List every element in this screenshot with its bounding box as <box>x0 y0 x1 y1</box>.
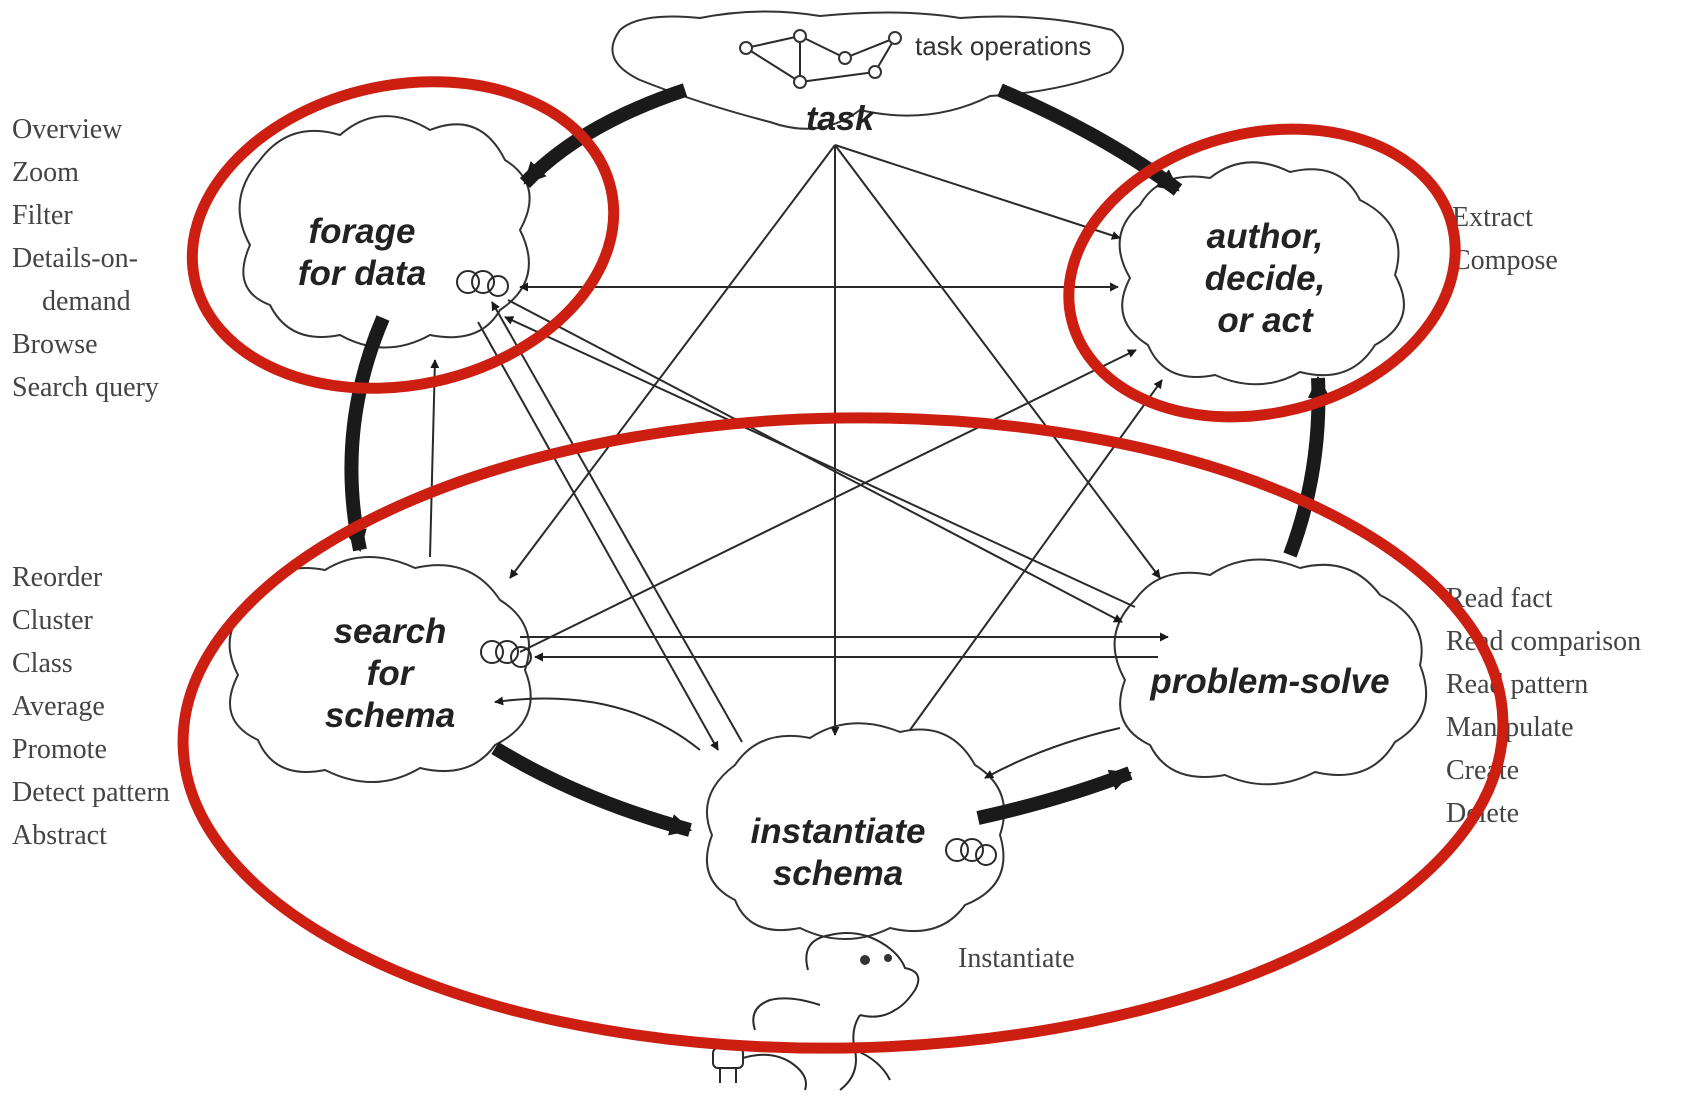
op-class: Class <box>12 648 73 679</box>
op-average: Average <box>12 691 105 722</box>
author-label-1: author, <box>1207 217 1324 256</box>
op-manipulate: Manipulate <box>1446 712 1574 743</box>
forage-loop-icon <box>456 270 509 297</box>
highlight-forage <box>186 76 620 394</box>
thinking-person-figure <box>712 932 920 1091</box>
problem-solve-label: problem-solve <box>1149 662 1389 701</box>
op-search-query: Search query <box>12 372 159 403</box>
search-label-2: for <box>367 654 416 693</box>
left-top-operations: Overview Zoom Filter Details-on- demand … <box>12 114 159 403</box>
left-bottom-operations: Reorder Cluster Class Average Promote De… <box>12 562 170 851</box>
op-promote: Promote <box>12 734 107 765</box>
search-label-3: schema <box>325 696 455 735</box>
problem-solve-cloud: problem-solve <box>1113 558 1428 786</box>
op-instantiate: Instantiate <box>958 943 1075 974</box>
highlight-author <box>1063 123 1461 423</box>
op-reorder: Reorder <box>12 562 103 593</box>
op-filter: Filter <box>12 200 73 231</box>
op-demand: demand <box>42 286 131 317</box>
thin-arrows <box>429 144 1169 779</box>
right-top-operations: Extract Compose <box>1452 202 1558 276</box>
op-detect-pattern: Detect pattern <box>12 777 170 808</box>
search-loop-icon <box>480 640 532 668</box>
instantiate-loop-icon <box>945 838 997 866</box>
op-overview: Overview <box>12 114 123 145</box>
task-operations-network <box>739 29 902 89</box>
op-read-fact: Read fact <box>1446 583 1553 614</box>
task-cloud: task operations task <box>611 10 1124 138</box>
task-label: task <box>806 100 876 138</box>
search-cloud: search for schema <box>228 556 532 783</box>
op-details-on: Details-on- <box>12 243 138 274</box>
op-abstract: Abstract <box>12 820 107 851</box>
op-create: Create <box>1446 755 1519 786</box>
author-label-3: or act <box>1217 301 1314 340</box>
forage-label-1: forage <box>309 212 416 251</box>
highlight-ellipses <box>177 76 1509 1054</box>
forage-cloud: forage for data <box>238 115 531 349</box>
forage-label-2: for data <box>298 254 426 293</box>
op-read-pattern: Read pattern <box>1446 669 1588 700</box>
op-extract: Extract <box>1452 202 1533 233</box>
op-browse: Browse <box>12 329 98 360</box>
author-label-2: decide, <box>1205 259 1326 298</box>
instantiate-cloud: instantiate schema <box>705 722 1006 940</box>
task-operations-label: task operations <box>915 31 1091 61</box>
author-cloud: author, decide, or act <box>1118 161 1405 386</box>
right-bottom-operations: Read fact Read comparison Read pattern M… <box>1446 583 1641 829</box>
search-label-1: search <box>334 612 447 651</box>
instantiate-label-2: schema <box>773 854 903 893</box>
op-zoom: Zoom <box>12 157 79 188</box>
op-cluster: Cluster <box>12 605 94 636</box>
instantiate-label-1: instantiate <box>750 812 925 851</box>
op-compose: Compose <box>1452 245 1558 276</box>
highlight-bottom-loop <box>177 412 1509 1054</box>
